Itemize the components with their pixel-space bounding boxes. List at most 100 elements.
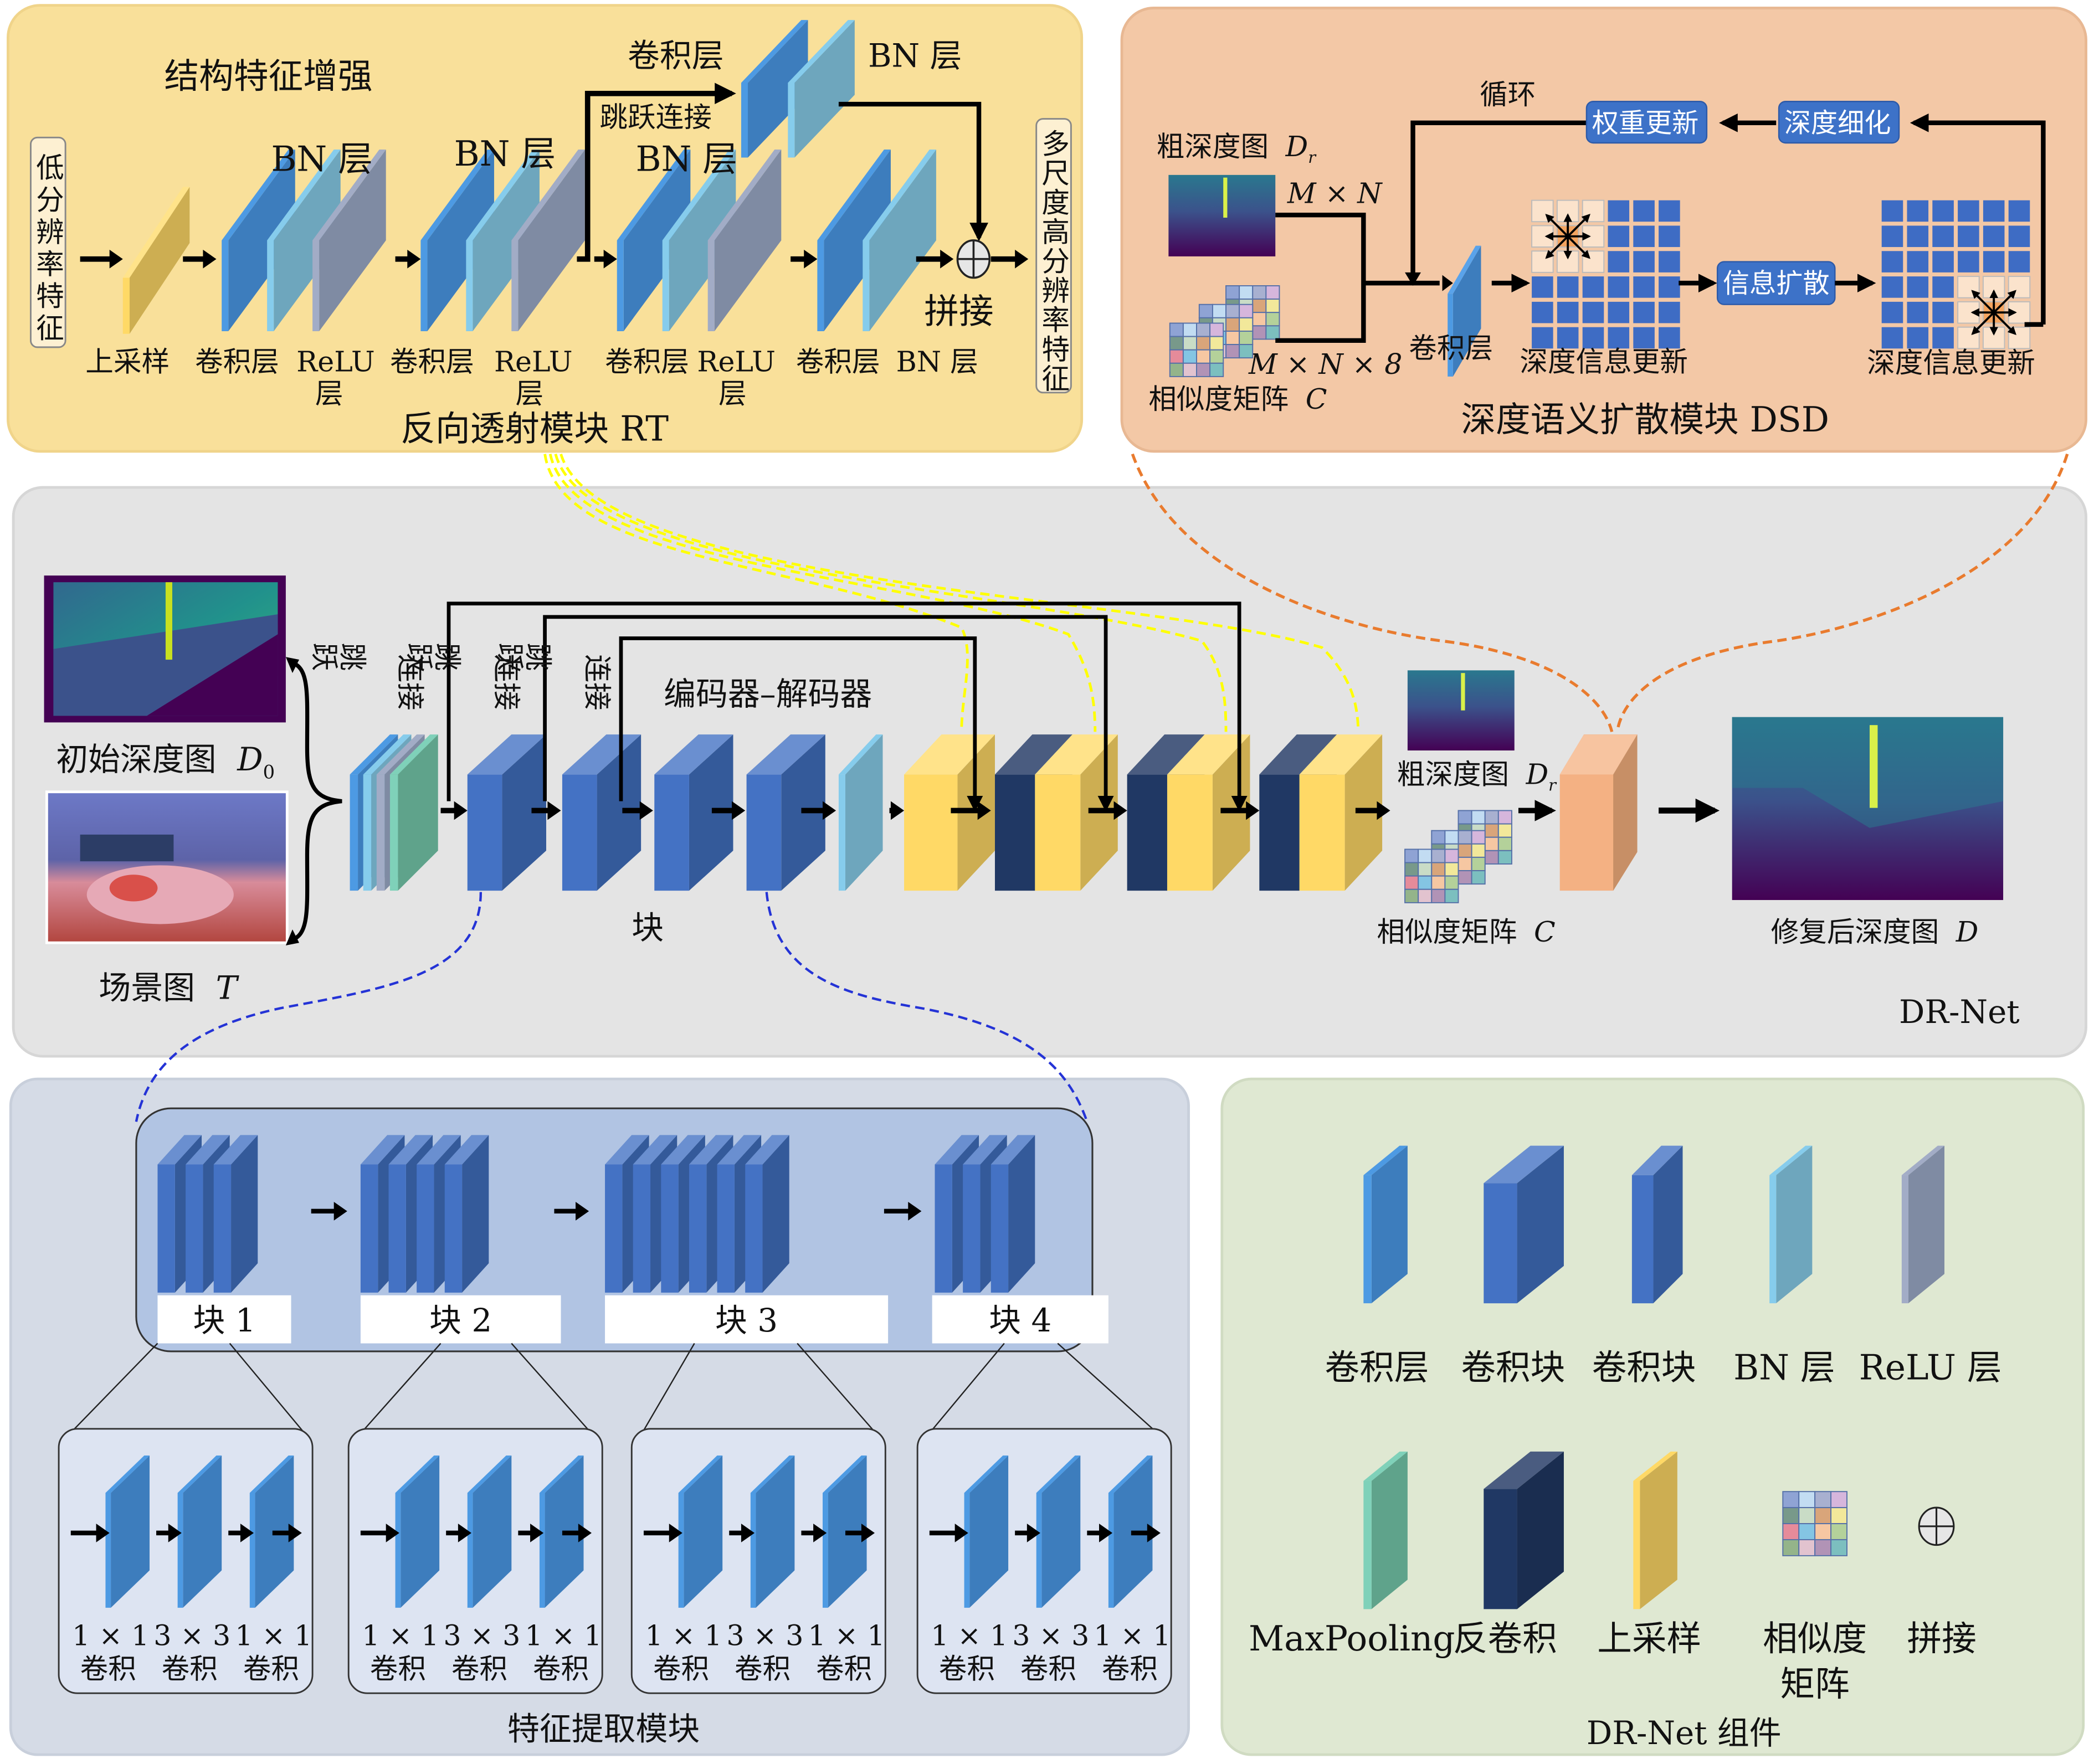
rt-relu-layer	[511, 150, 585, 331]
encdec-label: 编码器–解码器	[664, 675, 872, 713]
zoom-guide-line	[63, 1343, 158, 1440]
arrow-icon	[440, 801, 468, 820]
conv-word-label: 卷积	[1020, 1653, 1076, 1685]
conv-size-label: 3 × 3	[153, 1619, 230, 1652]
dsd-links	[1131, 453, 2069, 732]
rt-skip-label: 跳跃连接	[599, 101, 711, 133]
arrow-icon	[729, 1524, 755, 1542]
initial-depth-label: 初始深度图 D0	[56, 740, 275, 783]
rt-skip-connection	[577, 83, 736, 262]
legend-label: 相似度	[1763, 1618, 1867, 1659]
dsd-conv-label: 卷积层	[1409, 332, 1493, 364]
output-depth-label: 修复后深度图 D	[1771, 916, 1979, 948]
rt-skip-bn-layer	[788, 20, 855, 158]
conv-word-label: 卷积	[653, 1653, 709, 1685]
coarse-depth-label: 粗深度图 Dr	[1397, 758, 1558, 794]
similarity-matrix-icon	[1169, 322, 1224, 377]
arrow-icon	[884, 1201, 922, 1221]
fe-block-label: 块 1	[193, 1302, 255, 1339]
arrow-icon	[643, 1524, 682, 1542]
dsd-similarity-matrix	[1169, 285, 1280, 377]
arrow-icon	[791, 249, 818, 269]
rt-links	[543, 454, 1360, 732]
decoder-upsample	[1035, 734, 1118, 891]
legend-relu-layer	[1901, 1145, 1944, 1304]
fe-links	[135, 892, 1089, 1123]
rt-bn-to-concat	[838, 101, 988, 241]
rt-bottom-label: 卷积层	[390, 345, 474, 378]
rt-concat-label: 拼接	[924, 291, 993, 331]
dsd-title: 深度语义扩散模块 DSD	[1461, 399, 1829, 440]
encoder-block	[562, 734, 641, 891]
conv-size-label: 3 × 3	[1012, 1619, 1089, 1652]
arrow-icon	[156, 1524, 182, 1542]
skip-label-bottom: 连接	[394, 654, 427, 710]
rt-bn-layer	[662, 150, 736, 331]
svg-text:辨: 辨	[1041, 274, 1070, 307]
drnet-stem-layer	[389, 734, 438, 891]
fe-title: 特征提取模块	[507, 1710, 700, 1748]
fe-block-label: 块 2	[429, 1302, 492, 1339]
rt-top-conv-label: 卷积层	[628, 37, 724, 75]
similarity-matrix-icon	[1404, 848, 1459, 903]
dsd-conv-layer	[1453, 245, 1481, 377]
fe-conv-layer	[177, 1456, 222, 1608]
conv-size-label: 1 × 1	[1094, 1619, 1171, 1652]
fe-conv-block	[990, 1135, 1035, 1293]
legend-label: MaxPooling	[1249, 1618, 1455, 1659]
fe-conv-layer	[678, 1456, 723, 1608]
arrow-icon	[518, 1524, 544, 1542]
svg-text:特: 特	[36, 280, 64, 312]
arrow-icon	[80, 249, 123, 269]
dsd-loop-label: 循环	[1480, 78, 1536, 111]
encoder-block	[746, 734, 825, 891]
rt-relu-layer	[707, 150, 782, 331]
drnet-bn-layer	[838, 734, 883, 891]
arrow-icon	[446, 1524, 471, 1542]
zoom-guide-line	[638, 1343, 695, 1440]
rt-bottom-label: 卷积层	[605, 345, 689, 378]
rt-bn-layer	[466, 150, 540, 331]
dsd-weight-update-box	[1585, 101, 1708, 144]
rt-bn-label-3: BN 层	[636, 139, 737, 179]
fe-conv-layer	[467, 1456, 512, 1608]
fe-conv-layer	[105, 1456, 150, 1608]
dsd-depth-refine-box	[1778, 101, 1900, 144]
legend-label-extra: 矩阵	[1780, 1664, 1849, 1704]
svg-text:率: 率	[36, 248, 64, 280]
fe-block-label-box	[605, 1295, 889, 1344]
rt-subtitle: 结构特征增强	[165, 56, 373, 96]
zoom-guide-line	[923, 1343, 1005, 1440]
diffuse-arrow-icon	[1993, 311, 2016, 335]
arrow-icon	[311, 1201, 347, 1221]
rt-bottom-label: 卷积层	[796, 345, 880, 378]
zoom-guide-line	[511, 1343, 598, 1440]
arrow-icon	[360, 1524, 399, 1542]
legend-maxpool-layer	[1363, 1451, 1408, 1609]
conv-word-label: 卷积	[162, 1653, 218, 1685]
svg-text:征: 征	[1041, 363, 1070, 395]
dsd-coarse-depth-highlight	[1223, 177, 1228, 218]
dsd-coarse-depth-image	[1168, 174, 1276, 256]
fe-conv-layer	[1036, 1456, 1081, 1608]
skip-label-bottom: 连接	[490, 654, 523, 710]
legend-label: 卷积块	[1461, 1348, 1565, 1388]
conv-size-label: 1 × 1	[525, 1619, 602, 1652]
svg-text:率: 率	[1041, 304, 1070, 337]
dsd-coarse-label: 粗深度图 Dr	[1157, 130, 1317, 167]
diffuse-arrow-icon	[1971, 311, 1995, 335]
conv-word-label: 卷积	[370, 1653, 426, 1685]
arrow-icon	[1131, 1524, 1161, 1542]
legend-similarity-matrix-icon	[1782, 1491, 1847, 1556]
dsd-module: 粗深度图 Dr M × N M × N × 8 相似度矩阵 C 循环 权重更新 …	[1148, 78, 2046, 440]
svg-text:低: 低	[36, 152, 64, 184]
diffuse-arrow-icon	[1567, 235, 1590, 259]
legend-deconv-block	[1484, 1451, 1564, 1609]
rt-bn-label-1: BN 层	[271, 139, 372, 179]
svg-text:尺: 尺	[1041, 157, 1070, 189]
svg-text:特: 特	[1041, 333, 1070, 366]
rt-upsample-layer	[122, 187, 190, 334]
dsd-grid-2	[1881, 200, 2031, 349]
